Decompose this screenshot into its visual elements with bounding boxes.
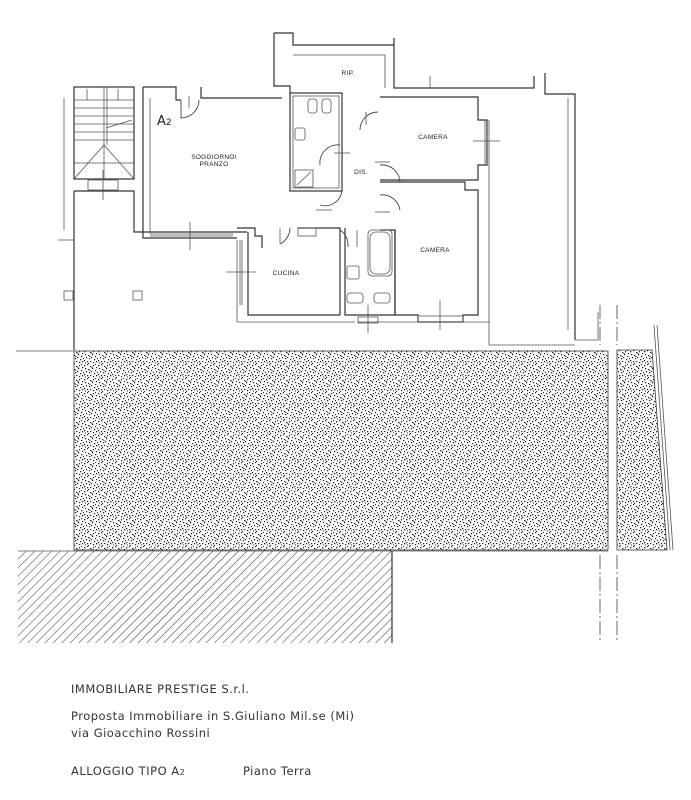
room-label-cucina: CUCINA <box>272 270 300 277</box>
exterior-walls <box>16 32 599 352</box>
hatched-area <box>18 550 608 643</box>
floor-label: Piano Terra <box>243 764 312 778</box>
room-label-camera-2: CAMERA <box>420 247 450 254</box>
boundary-lines <box>599 305 618 640</box>
unit-type-label: ALLOGGIO TIPO A <box>71 764 180 778</box>
unit-type: ALLOGGIO TIPO A2 <box>71 764 185 778</box>
company-name: IMMOBILIARE PRESTIGE S.r.l. <box>71 682 250 696</box>
sanitary-fixtures <box>294 98 391 304</box>
room-label-rip: RIP. <box>341 70 355 77</box>
unit-tag-letter: A <box>157 114 166 129</box>
room-label-soggiorno-line1: SOGGIORNO\ <box>191 154 237 161</box>
door-swings <box>180 96 401 248</box>
unit-tag-number: 2 <box>165 118 172 128</box>
staircase <box>73 86 135 200</box>
unit-type-sub: 2 <box>179 768 186 777</box>
proposal-text: Proposta Immobiliare in S.Giuliano Mil.s… <box>71 709 355 723</box>
garden-area-main <box>73 350 609 551</box>
address-text: via Gioacchino Rossini <box>71 726 211 740</box>
room-label-soggiorno: SOGGIORNO\ PRANZO <box>184 154 244 168</box>
room-label-soggiorno-line2: PRANZO <box>199 161 229 168</box>
garden-area-strip <box>616 324 674 551</box>
room-label-camera-1: CAMERA <box>418 134 448 141</box>
unit-tag: A2 <box>157 114 172 129</box>
room-label-dis: DIS. <box>354 169 368 176</box>
